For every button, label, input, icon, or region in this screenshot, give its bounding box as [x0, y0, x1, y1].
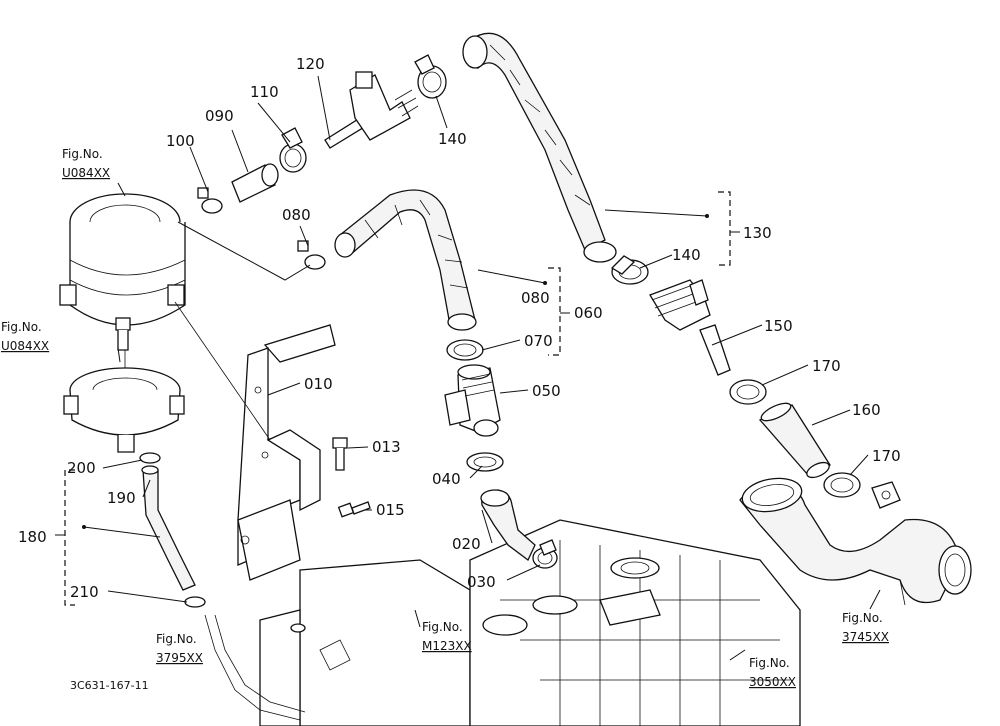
label-130: 130 — [743, 224, 772, 242]
air-cleaner-drawing — [59, 193, 186, 453]
hose-060-drawing — [334, 189, 477, 331]
intake-fittings-drawing — [197, 54, 447, 270]
label-110: 110 — [250, 83, 279, 101]
label-060: 060 — [574, 304, 603, 322]
fig-ref-code: 3795XX — [156, 651, 203, 665]
breather-hose-drawing — [139, 452, 306, 721]
label-070: 070 — [524, 332, 553, 350]
label-030: 030 — [467, 573, 496, 591]
fig-ref-3050[interactable]: Fig.No. 3050XX — [749, 656, 796, 689]
fig-ref-title: Fig.No. — [1, 320, 42, 334]
fig-ref-title: Fig.No. — [749, 656, 790, 670]
label-180: 180 — [18, 528, 47, 546]
hose-130-drawing — [462, 32, 649, 285]
fig-ref-title: Fig.No. — [422, 620, 463, 634]
elbow-020-drawing — [480, 489, 558, 569]
label-013: 013 — [372, 438, 401, 456]
fig-ref-code: 3745XX — [842, 630, 889, 644]
label-210: 210 — [70, 583, 99, 601]
bracket-010-drawing — [174, 301, 336, 581]
group-brackets — [55, 191, 740, 606]
label-160: 160 — [852, 401, 881, 419]
label-015: 015 — [376, 501, 405, 519]
fig-ref-code: M123XX — [422, 639, 472, 653]
fig-ref-title: Fig.No. — [842, 611, 883, 625]
label-080-clip: 080 — [282, 206, 311, 224]
valve-050-drawing — [444, 339, 504, 472]
label-050: 050 — [532, 382, 561, 400]
drawing-code: 3C631-167-11 — [70, 679, 149, 692]
label-100: 100 — [166, 132, 195, 150]
label-150: 150 — [764, 317, 793, 335]
fig-ref-u084-mid[interactable]: Fig.No. U084XX — [1, 320, 49, 353]
fig-ref-m123[interactable]: Fig.No. M123XX — [422, 620, 472, 653]
fig-ref-title: Fig.No. — [156, 632, 197, 646]
label-090: 090 — [205, 107, 234, 125]
water-pipe-drawing — [739, 477, 972, 606]
label-140-top: 140 — [438, 130, 467, 148]
label-080-hose: 080 — [521, 289, 550, 307]
label-010: 010 — [304, 375, 333, 393]
label-140-lower: 140 — [672, 246, 701, 264]
leader-lines — [82, 75, 881, 661]
valve-150-drawing — [649, 279, 861, 498]
fig-ref-code: 3050XX — [749, 675, 796, 689]
fig-ref-title: Fig.No. — [62, 147, 103, 161]
label-200: 200 — [67, 459, 96, 477]
fig-ref-code: U084XX — [62, 166, 110, 180]
label-040: 040 — [432, 470, 461, 488]
fig-ref-u084-top[interactable]: Fig.No. U084XX — [62, 147, 110, 180]
label-170-lower: 170 — [872, 447, 901, 465]
fig-ref-3745[interactable]: Fig.No. 3745XX — [842, 611, 889, 644]
engine-block-drawing — [259, 519, 801, 726]
fig-ref-3795[interactable]: Fig.No. 3795XX — [156, 632, 203, 665]
label-170-upper: 170 — [812, 357, 841, 375]
label-120: 120 — [296, 55, 325, 73]
label-190: 190 — [107, 489, 136, 507]
fig-ref-code: U084XX — [1, 339, 49, 353]
bolts-drawing — [332, 437, 371, 518]
label-020: 020 — [452, 535, 481, 553]
